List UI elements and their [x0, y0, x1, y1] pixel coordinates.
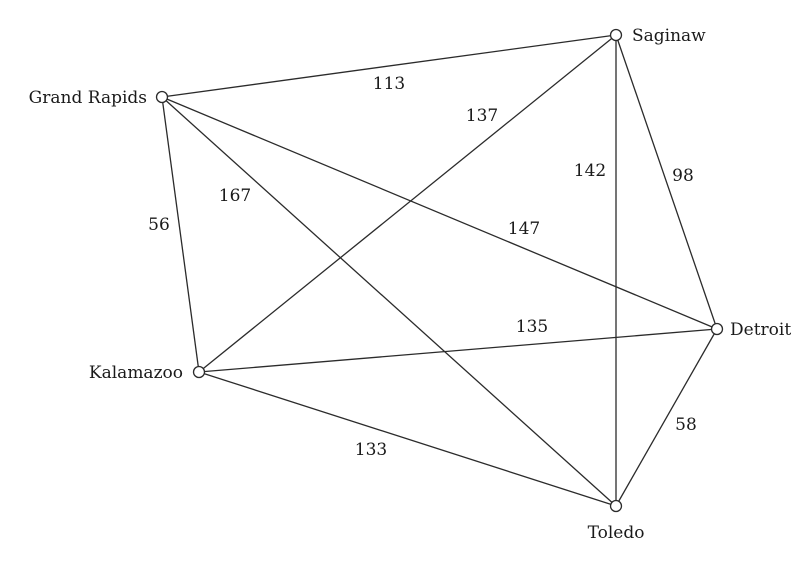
- edge-kalamazoo-detroit: [198, 328, 718, 373]
- edge-weight-grand-rapids-saginaw: 113: [373, 74, 405, 94]
- node-detroit: [710, 322, 724, 336]
- edge-weight-toledo-saginaw: 142: [574, 161, 606, 181]
- edge-kalamazoo-toledo: [198, 371, 617, 507]
- node-label-grand-rapids: Grand Rapids: [29, 88, 147, 108]
- edge-grand-rapids-kalamazoo: [161, 96, 200, 373]
- node-saginaw: [609, 28, 623, 42]
- node-label-saginaw: Saginaw: [632, 26, 706, 46]
- node-toledo: [609, 499, 623, 513]
- edge-grand-rapids-saginaw: [161, 34, 617, 98]
- edges-layer: [161, 34, 718, 507]
- edge-weight-kalamazoo-toledo: 133: [355, 440, 387, 460]
- edge-detroit-toledo: [615, 328, 718, 507]
- edge-grand-rapids-toledo: [161, 96, 617, 507]
- nodes-layer: [155, 28, 724, 513]
- node-grand-rapids: [155, 90, 169, 104]
- node-kalamazoo: [192, 365, 206, 379]
- node-label-kalamazoo: Kalamazoo: [89, 363, 183, 383]
- edge-saginaw-detroit: [615, 34, 718, 330]
- node-label-detroit: Detroit: [730, 320, 791, 340]
- edge-weight-kalamazoo-saginaw: 137: [466, 106, 498, 126]
- edge-weight-saginaw-detroit: 98: [672, 166, 694, 186]
- edge-kalamazoo-saginaw: [198, 34, 617, 373]
- edge-weight-detroit-toledo: 58: [675, 415, 697, 435]
- edge-weight-grand-rapids-kalamazoo: 56: [148, 215, 170, 235]
- edge-grand-rapids-detroit: [161, 96, 718, 330]
- edge-weights-layer: 113 137 142 98 167 147 56 135 133 58: [148, 74, 697, 460]
- node-label-toledo: Toledo: [588, 523, 645, 543]
- edge-weight-kalamazoo-detroit: 135: [516, 317, 548, 337]
- edge-weight-grand-rapids-toledo: 167: [219, 186, 251, 206]
- edge-weight-grand-rapids-detroit: 147: [508, 219, 540, 239]
